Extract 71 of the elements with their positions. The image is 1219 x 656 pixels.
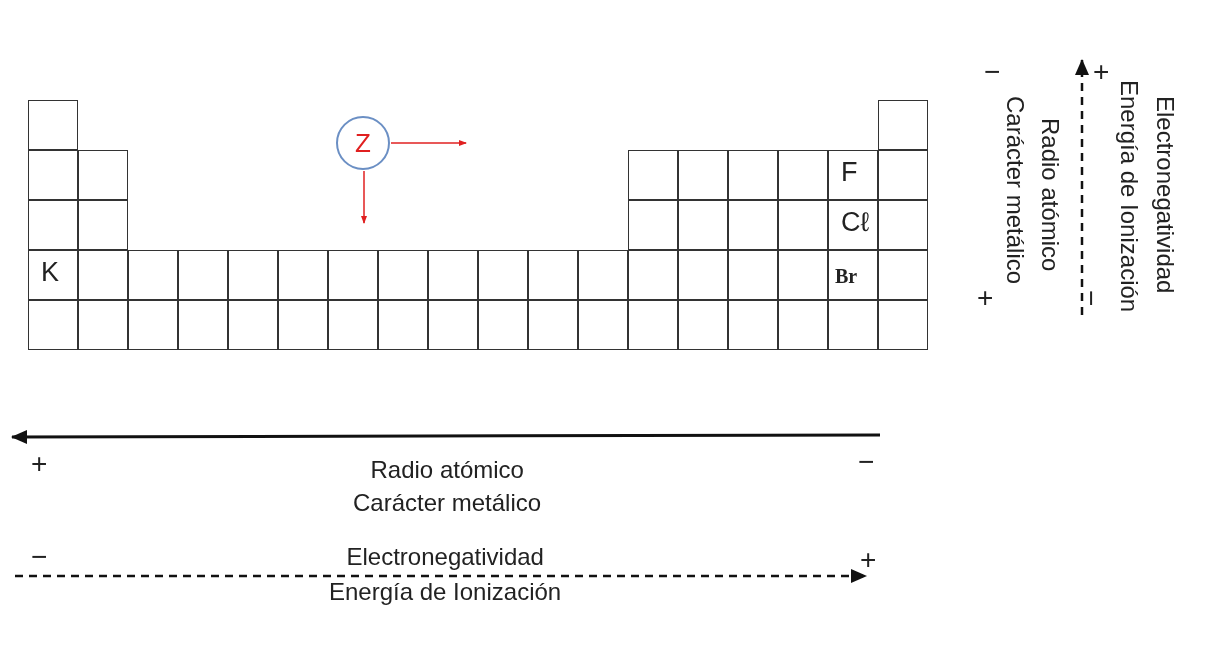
element-cell <box>328 250 378 300</box>
element-cell <box>378 300 428 350</box>
sign-label: + <box>31 450 48 478</box>
sign-label: + <box>977 284 994 312</box>
trend-label: Carácter metálico <box>353 489 542 517</box>
sign-label: + <box>1093 58 1110 86</box>
element-cell <box>828 300 878 350</box>
element-cell <box>478 300 528 350</box>
trend-label: Radio atómico <box>370 456 524 484</box>
element-cell <box>778 150 828 200</box>
element-cell <box>878 300 928 350</box>
trend-label: Radio atómico <box>1036 118 1064 272</box>
element-cell <box>878 250 928 300</box>
element-cell <box>278 300 328 350</box>
element-cell <box>628 200 678 250</box>
element-cell <box>228 250 278 300</box>
element-cell <box>328 300 378 350</box>
sign-label: − <box>858 448 875 476</box>
circle-node: Z <box>336 116 390 170</box>
element-cell <box>378 250 428 300</box>
element-cell <box>78 250 128 300</box>
element-cell <box>128 300 178 350</box>
element-cell <box>228 300 278 350</box>
element-cell <box>178 300 228 350</box>
element-cell <box>428 250 478 300</box>
element-cell <box>28 100 78 150</box>
element-cell <box>578 250 628 300</box>
element-cell <box>178 250 228 300</box>
element-cell <box>678 200 728 250</box>
element-cell <box>528 300 578 350</box>
trend-label: Electronegatividad <box>1151 96 1179 294</box>
element-cell <box>478 250 528 300</box>
element-cell: F <box>828 150 878 200</box>
element-cell <box>78 200 128 250</box>
element-cell <box>28 200 78 250</box>
element-cell <box>628 150 678 200</box>
element-cell <box>728 300 778 350</box>
element-cell <box>28 150 78 200</box>
element-cell: Cℓ <box>828 200 878 250</box>
element-cell <box>28 300 78 350</box>
element-cell <box>678 300 728 350</box>
element-cell <box>728 200 778 250</box>
element-cell <box>428 300 478 350</box>
element-cell <box>778 250 828 300</box>
element-cell <box>628 250 678 300</box>
element-cell <box>778 300 828 350</box>
element-cell <box>878 200 928 250</box>
element-cell: K <box>28 250 78 300</box>
trend-label: Energía de Ionización <box>1115 80 1143 313</box>
element-cell <box>678 250 728 300</box>
element-cell <box>78 300 128 350</box>
trend-label: Carácter metálico <box>1001 96 1029 285</box>
element-cell <box>878 150 928 200</box>
element-cell: Br <box>828 250 878 300</box>
element-cell <box>778 200 828 250</box>
element-cell <box>728 250 778 300</box>
element-cell <box>728 150 778 200</box>
element-cell <box>128 250 178 300</box>
trend-label: Electronegatividad <box>346 543 544 571</box>
element-cell <box>628 300 678 350</box>
element-cell <box>528 250 578 300</box>
sign-label: − <box>984 58 1001 86</box>
sign-label: − <box>31 543 48 571</box>
element-cell <box>78 150 128 200</box>
element-cell <box>278 250 328 300</box>
element-cell <box>578 300 628 350</box>
element-cell <box>678 150 728 200</box>
sign-label: + <box>860 546 877 574</box>
element-cell <box>878 100 928 150</box>
sign-label: − <box>1077 290 1105 307</box>
trend-label: Energía de Ionización <box>329 578 562 606</box>
